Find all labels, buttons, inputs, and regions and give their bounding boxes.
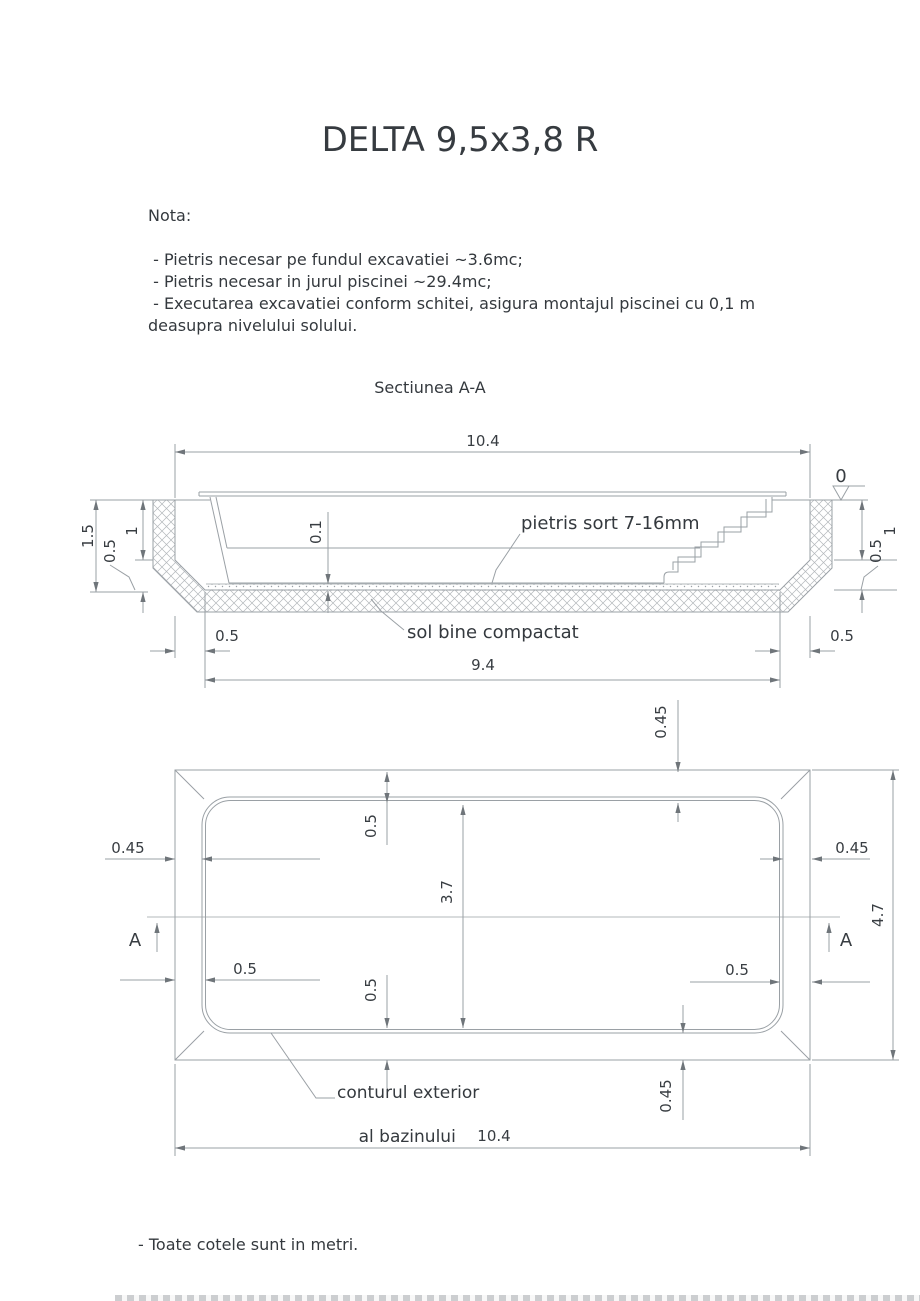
dim-wall-depth-left: 1 [123, 526, 141, 536]
dim-slope-offset-right: 0.5 [830, 627, 854, 645]
dim-datum-level: 0 [835, 466, 846, 487]
dim-overall-width: 10.4 [466, 432, 499, 450]
dim-margin-top: 0.45 [652, 705, 670, 738]
soil-hatch-band [152, 499, 833, 613]
dim-margin-bottom: 0.45 [657, 1079, 675, 1112]
pool-steps [663, 497, 773, 583]
soil-callout-label: sol bine compactat [407, 622, 579, 643]
dim-inset-top: 0.5 [362, 814, 380, 838]
dim-wall-depth-right: 1 [881, 526, 899, 536]
gravel-leader [491, 533, 521, 584]
section-view-title: Sectiunea A-A [374, 378, 486, 397]
gravel-callout-label: pietris sort 7-16mm [521, 513, 700, 534]
section-marker-right: A [840, 930, 853, 951]
dim-gravel-thickness: 0.1 [307, 520, 325, 544]
plan-view-drawing [105, 700, 899, 1156]
dim-slope-offset-left: 0.5 [215, 627, 239, 645]
clipped-text-remnant [115, 1295, 920, 1301]
corner-bevels [174, 769, 811, 1061]
gravel-layer [206, 584, 779, 591]
dim-total-depth: 1.5 [79, 524, 97, 548]
dim-bottom-width: 9.4 [471, 656, 495, 674]
dim-plan-width: 10.4 [477, 1127, 510, 1145]
nota-item: - Executarea excavatiei conform schitei,… [148, 294, 756, 313]
dim-margin-right: 0.45 [835, 839, 868, 857]
dim-slope-depth-right: 0.5 [867, 539, 885, 563]
pool-contour-callout: conturul exterior al bazinului [337, 1082, 479, 1148]
pool-contour-outer [201, 796, 784, 1034]
contour-line2: al bazinului [358, 1127, 456, 1147]
plan-view-dimensions: 0.45 0.5 0.45 0.45 3.7 4.7 A A 0.5 0.5 0… [111, 705, 887, 1145]
section-view-drawing [90, 444, 897, 688]
section-view-dimensions: 10.4 0 1.5 0.5 1 0.1 1 0.5 0.5 0.5 9.4 [79, 432, 899, 674]
dim-margin-left: 0.45 [111, 839, 144, 857]
dim-inset-right: 0.5 [725, 961, 749, 979]
contour-line1: conturul exterior [337, 1083, 480, 1103]
nota-item: deasupra nivelului solului. [148, 316, 358, 335]
soil-leader [370, 598, 405, 631]
excavation-outline [174, 769, 811, 1061]
page-title: DELTA 9,5x3,8 R [321, 120, 599, 160]
footer-note: - Toate cotele sunt in metri. [138, 1235, 359, 1254]
dim-inset-bottom: 0.5 [362, 978, 380, 1002]
dim-slope-depth-left: 0.5 [101, 539, 119, 563]
nota-heading: Nota: [148, 206, 192, 225]
pool-contour-inner [205, 800, 780, 1030]
datum-symbol [832, 485, 865, 502]
dim-inset-left: 0.5 [233, 960, 257, 978]
section-marker-left: A [129, 930, 142, 951]
nota-item: - Pietris necesar pe fundul excavatiei ~… [148, 250, 523, 269]
dim-inner-height: 3.7 [438, 880, 456, 904]
dim-total-height: 4.7 [869, 903, 887, 927]
nota-item: - Pietris necesar in jurul piscinei ~29.… [148, 272, 492, 291]
pool-shell-section [198, 491, 787, 584]
contour-leader [270, 1032, 335, 1099]
